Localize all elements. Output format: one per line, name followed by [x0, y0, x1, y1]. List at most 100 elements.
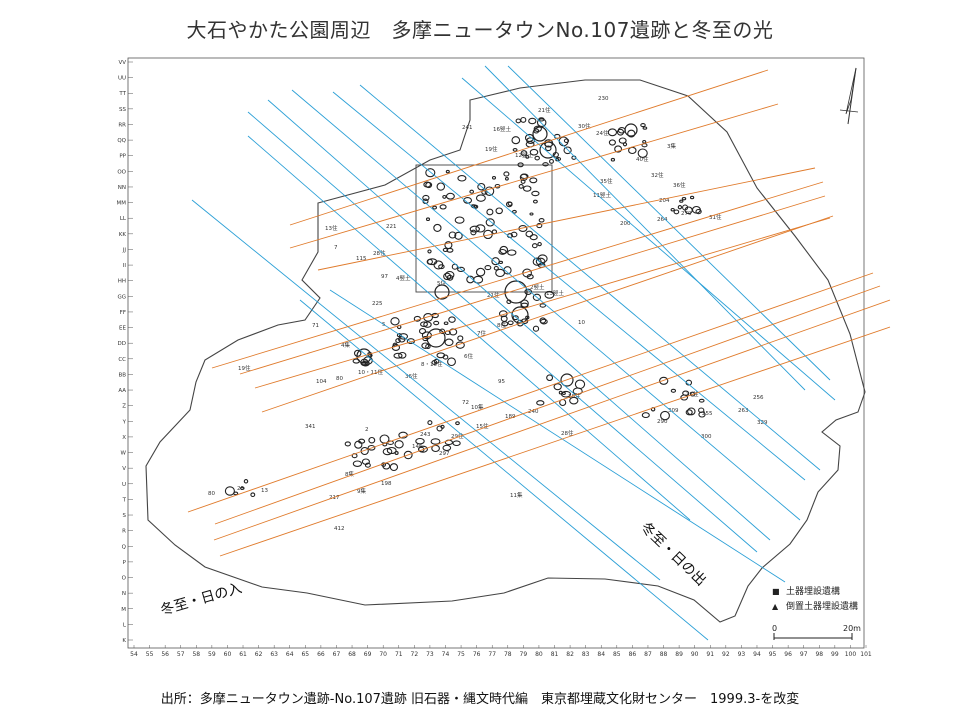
pit-feature [445, 169, 450, 174]
sunset-line [317, 167, 816, 271]
feature-label: 28住 [561, 429, 574, 437]
feature-label: 264 [657, 217, 668, 223]
pit-feature [498, 260, 504, 265]
feature-label: 217 [329, 495, 340, 501]
pit-feature [433, 320, 440, 326]
pit-feature [398, 351, 407, 359]
legend-symbol-triangle: ▲ [772, 602, 779, 611]
sunset-line [261, 215, 834, 413]
pit-feature [475, 267, 486, 277]
feature-label: 32住 [651, 171, 664, 179]
pit-feature [542, 162, 549, 167]
grid-column-label: 81 [551, 651, 559, 658]
feature-label: 13 [261, 488, 268, 494]
pit-feature [354, 440, 363, 449]
pit-feature [250, 492, 256, 498]
pit-feature [529, 177, 538, 184]
feature-label: 309 [668, 408, 679, 414]
sunrise-line [484, 65, 806, 391]
feature-label: 31住 [709, 213, 722, 221]
sunset-line [187, 272, 874, 513]
grid-row-label: U [122, 482, 126, 488]
grid-row-label: T [122, 497, 127, 503]
pit-feature [469, 225, 480, 233]
pit-feature [444, 338, 454, 347]
pit-feature [415, 437, 425, 445]
pit-feature [520, 299, 529, 308]
grid-column-label: 70 [379, 651, 387, 658]
feature-label: 13竪土 [546, 289, 564, 297]
pit-feature [607, 128, 618, 137]
feature-label: 24住 [596, 129, 609, 137]
feature-label: 300 [701, 434, 712, 440]
grid-column-label: 79 [520, 651, 528, 658]
feature-label: 256 [753, 395, 764, 401]
sunset-line [214, 285, 881, 525]
pit-feature [433, 223, 442, 232]
grid-row-label: Z [122, 404, 126, 410]
feature-label: 80 [208, 491, 215, 497]
sunrise-line [191, 199, 661, 581]
site-boundary [145, 79, 866, 623]
pit-feature [532, 199, 538, 204]
pit-feature [485, 218, 495, 227]
pit-feature [469, 189, 475, 194]
grid-row-label: Q [122, 544, 127, 550]
feature-label: 2 [365, 427, 369, 433]
scale-length: 20m [843, 624, 861, 633]
grid-column-label: 56 [161, 651, 169, 658]
grid-row-label: PP [119, 154, 126, 160]
feature-label: 243 [420, 432, 431, 438]
feature-label: 189 [505, 414, 516, 420]
pit-feature [394, 440, 404, 449]
pit-feature [536, 223, 543, 229]
pit-feature [532, 293, 542, 301]
pit-feature [524, 288, 533, 295]
pit-feature [427, 249, 432, 254]
pit-feature [563, 138, 570, 143]
pit-feature [430, 438, 441, 445]
grid-row-label: VV [118, 60, 126, 66]
grid-column-label: 96 [784, 651, 792, 658]
pit-feature [457, 175, 467, 182]
feature-label: 263 [738, 408, 749, 414]
grid-column-label: 73 [426, 651, 434, 658]
pit-feature [539, 317, 547, 324]
grid-column-label: 84 [597, 651, 605, 658]
feature-label: 10・11住 [358, 368, 383, 376]
pit-feature [507, 249, 517, 256]
dwelling-pit [532, 126, 548, 142]
pit-feature [574, 379, 586, 390]
pit-feature [426, 258, 433, 265]
feature-label: 6住 [464, 352, 473, 360]
feature-label: 329 [757, 420, 768, 426]
pit-feature [517, 162, 524, 168]
grid-row-label: Y [122, 419, 127, 425]
feature-label: 8・15住 [421, 360, 443, 368]
grid-row-label: GG [117, 294, 126, 300]
sunset-line [289, 103, 779, 249]
pit-feature [685, 409, 693, 416]
pit-feature [361, 458, 370, 465]
pit-feature [520, 116, 527, 123]
pit-feature [438, 264, 445, 270]
feature-label: 104 [316, 379, 327, 385]
grid-row-label: QQ [117, 138, 126, 144]
pit-feature [507, 320, 514, 326]
pit-feature [617, 127, 626, 134]
feature-label: 221 [386, 224, 397, 230]
pit-feature [681, 197, 687, 201]
pit-feature [525, 230, 534, 238]
pit-feature [536, 118, 547, 127]
pit-feature [421, 342, 430, 349]
pit-feature [618, 137, 627, 144]
feature-label: 36住 [405, 372, 418, 380]
grid-column-label: 82 [566, 651, 574, 658]
sunrise-line [291, 89, 801, 521]
grid-row-label: OO [117, 169, 126, 175]
pit-feature [477, 182, 486, 191]
pit-feature [546, 374, 554, 382]
pit-feature [445, 192, 455, 200]
